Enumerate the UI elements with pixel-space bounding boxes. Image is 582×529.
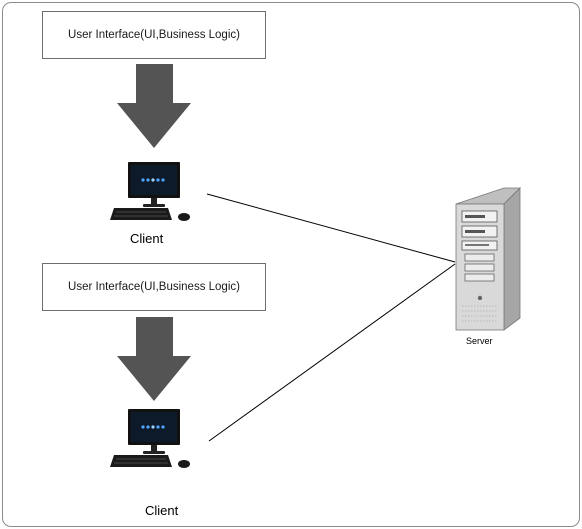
ui-box-label: User Interface(UI,Business Logic): [68, 281, 240, 293]
server-icon: [455, 187, 521, 331]
ui-box-label: User Interface(UI,Business Logic): [68, 29, 240, 41]
server-label: Server: [466, 336, 493, 346]
connector-line-client2-server: [208, 263, 456, 442]
ui-business-logic-box: User Interface(UI,Business Logic): [42, 263, 266, 311]
down-arrow-2: [117, 317, 191, 401]
client-label: Client: [145, 503, 179, 518]
client-computer-icon: [110, 162, 190, 221]
connector-line-client1-server: [206, 193, 456, 263]
down-arrow-1: [117, 64, 191, 148]
client-computer-icon: [110, 409, 190, 468]
client-label: Client: [130, 231, 164, 246]
ui-business-logic-box: User Interface(UI,Business Logic): [42, 11, 266, 59]
